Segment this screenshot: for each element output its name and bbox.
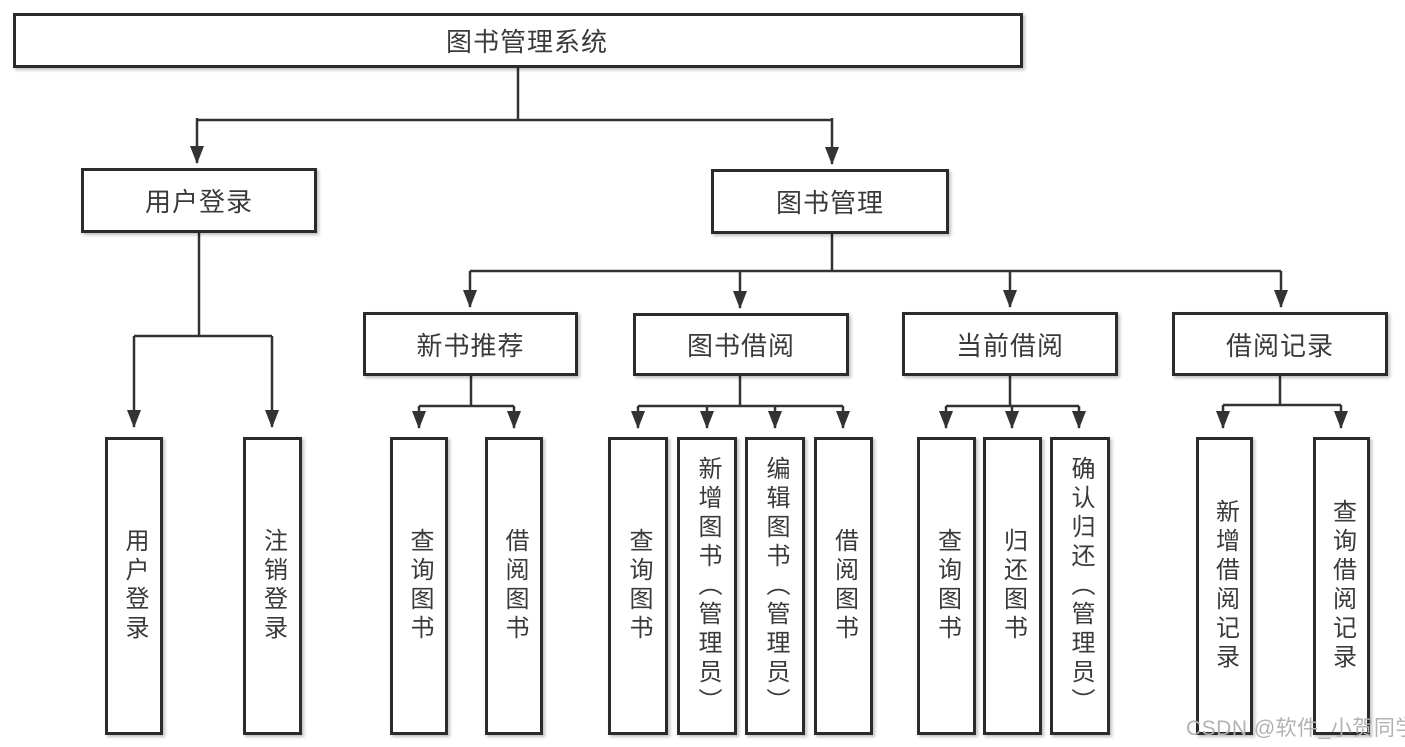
watermark: CSDN @软件_小贺同学 [1186,717,1405,740]
leaf-borrow-query: 查询图书 [608,437,668,735]
leaf-current-return-label: 归还图书 [999,528,1027,644]
connector-bookmgmt-to-level3 [463,234,1288,309]
leaf-newbook-borrow: 借阅图书 [485,437,543,735]
leaf-records-query-label: 查询借阅记录 [1328,499,1356,673]
leaf-current-query: 查询图书 [917,437,976,735]
leaf-borrow-query-label: 查询图书 [625,528,652,644]
node-user-login-label: 用户登录 [144,187,253,217]
connector-userlogin-to-leaves [127,233,279,428]
leaf-newbook-borrow-label: 借阅图书 [501,528,528,644]
connector-borrow-to-leaves [631,376,850,429]
node-book-borrow: 图书借阅 [633,313,849,376]
node-current-borrow: 当前借阅 [902,312,1118,376]
node-book-borrow-label: 图书借阅 [686,331,795,361]
leaf-records-query: 查询借阅记录 [1313,437,1370,735]
leaf-newbook-query-label: 查询图书 [406,528,433,644]
leaf-user-login-label: 用户登录 [121,528,148,644]
leaf-user-login: 用户登录 [105,437,163,735]
node-root-system: 图书管理系统 [13,13,1023,68]
leaf-newbook-query: 查询图书 [390,437,448,735]
leaf-borrow-book: 借阅图书 [814,437,873,735]
leaf-current-confirm-admin-label: 确认归还（管理员） [1067,455,1094,717]
connector-current-to-leaves [939,376,1086,429]
node-current-borrow-label: 当前借阅 [955,330,1064,361]
leaf-borrow-edit-admin: 编辑图书（管理员） [745,437,805,735]
leaf-borrow-add-admin: 新增图书（管理员） [677,437,737,735]
node-book-management-label: 图书管理 [775,188,884,218]
leaf-current-confirm-admin: 确认归还（管理员） [1050,437,1110,735]
leaf-borrow-add-admin-label: 新增图书（管理员） [694,455,721,717]
leaf-records-add-label: 新增借阅记录 [1211,499,1239,673]
node-borrow-records-label: 借阅记录 [1225,330,1334,361]
node-new-book-recommend-label: 新书推荐 [416,330,525,361]
node-root-label: 图书管理系统 [445,27,608,57]
leaf-current-query-label: 查询图书 [933,528,961,644]
connector-records-to-leaves [1216,376,1348,429]
leaf-borrow-book-label: 借阅图书 [830,528,858,644]
leaf-records-add: 新增借阅记录 [1196,437,1253,735]
leaf-current-return: 归还图书 [983,437,1042,735]
node-borrow-records: 借阅记录 [1172,312,1388,376]
node-user-login: 用户登录 [81,168,317,233]
node-new-book-recommend: 新书推荐 [363,312,578,376]
leaf-borrow-edit-admin-label: 编辑图书（管理员） [762,455,789,717]
leaf-logout-label: 注销登录 [259,528,287,644]
leaf-logout: 注销登录 [243,437,302,735]
connector-root-to-level2 [190,66,839,165]
node-book-management: 图书管理 [711,169,949,234]
connector-newbook-to-leaves [412,376,521,429]
